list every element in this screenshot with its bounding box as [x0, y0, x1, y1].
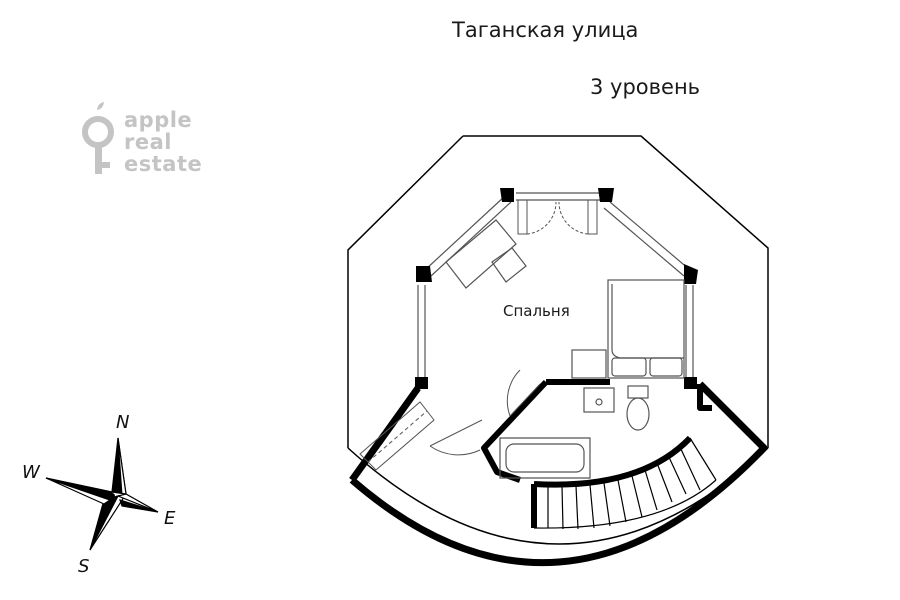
room-label-bedroom: Спальня [503, 302, 570, 320]
outer-building-outline [347, 135, 769, 448]
bed [607, 279, 685, 379]
bathtub [499, 437, 591, 479]
compass-south: S [78, 556, 90, 577]
inner-doors [429, 369, 541, 456]
logo-word-estate: estate [124, 152, 203, 176]
toilet [626, 385, 650, 431]
desk [445, 219, 527, 289]
apple-real-estate-logo: apple real estate [82, 100, 212, 180]
corner-columns [415, 188, 698, 389]
level-label: 3 уровень [590, 75, 701, 99]
sink [583, 387, 615, 413]
lower-curved-wall [349, 381, 768, 567]
compass-west: W [22, 462, 40, 483]
nightstand [571, 349, 607, 379]
compass-east: E [164, 508, 176, 529]
compass-north: N [116, 412, 130, 433]
balcony-doors [517, 199, 598, 235]
wardrobe [359, 401, 435, 471]
logo-word-apple: apple [124, 108, 193, 132]
logo-word-real: real [124, 130, 172, 154]
street-name: Таганская улица [452, 18, 639, 42]
bathroom-walls [481, 379, 712, 483]
spiral-staircase [531, 435, 717, 530]
outer-arc-thin [347, 447, 769, 545]
bedroom-window-walls [417, 192, 694, 378]
compass-star-icon [45, 437, 159, 551]
key-logo-icon [82, 102, 114, 174]
